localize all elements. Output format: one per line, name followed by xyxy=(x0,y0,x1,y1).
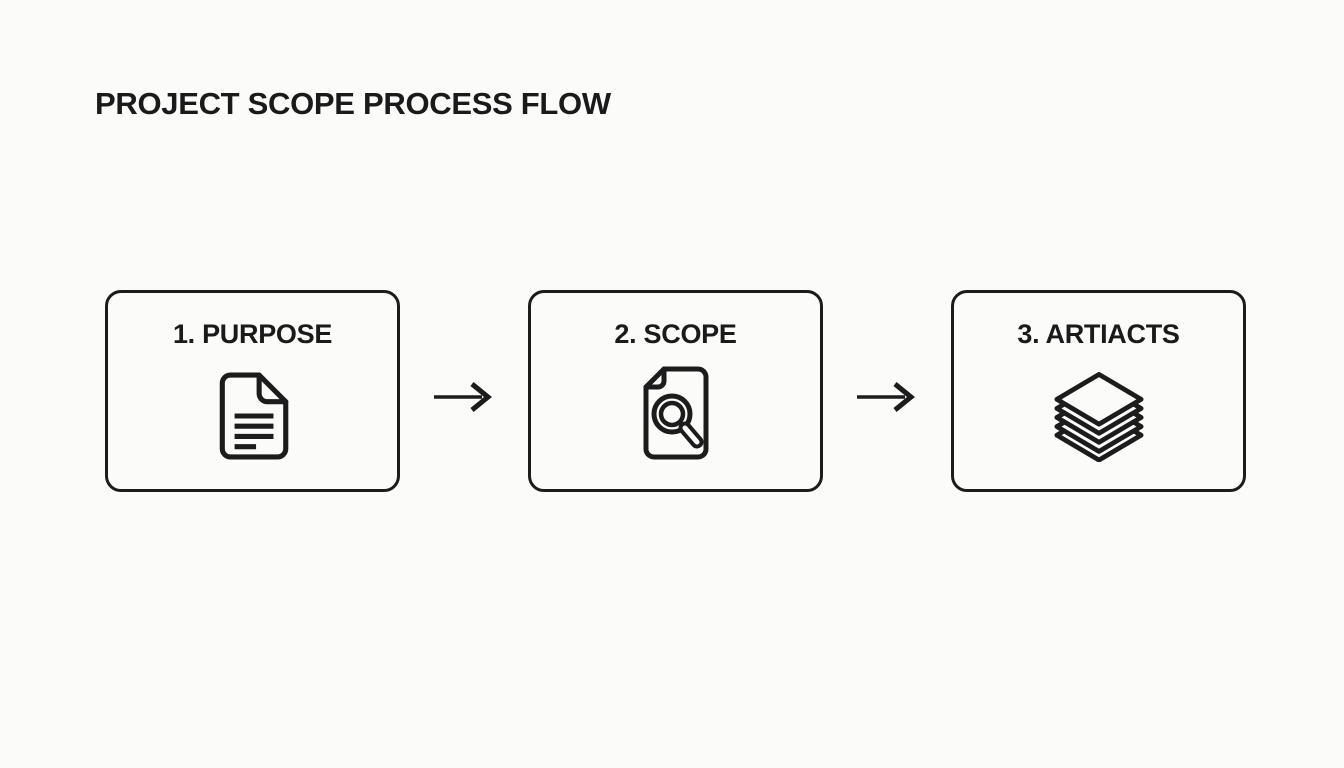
document-icon xyxy=(219,372,288,460)
step-box-artiacts: 3. ARTIACTS xyxy=(951,290,1246,492)
step-box-purpose: 1. PURPOSE xyxy=(105,290,400,492)
document-search-icon xyxy=(643,366,708,460)
layers-icon xyxy=(1053,372,1144,462)
step-label-scope: 2. SCOPE xyxy=(614,319,737,349)
flow-connector xyxy=(400,290,528,492)
flow-connector xyxy=(823,290,951,492)
diagram-title: PROJECT SCOPE PROCESS FLOW xyxy=(95,86,611,121)
arrow-right-icon xyxy=(434,382,492,412)
process-flow: 1. PURPOSE 2. SCOPE xyxy=(105,290,1246,492)
arrow-right-icon xyxy=(857,382,915,412)
step-label-purpose: 1. PURPOSE xyxy=(172,319,333,349)
step-box-scope: 2. SCOPE xyxy=(528,290,823,492)
step-label-artiacts: 3. ARTIACTS xyxy=(1017,319,1180,349)
